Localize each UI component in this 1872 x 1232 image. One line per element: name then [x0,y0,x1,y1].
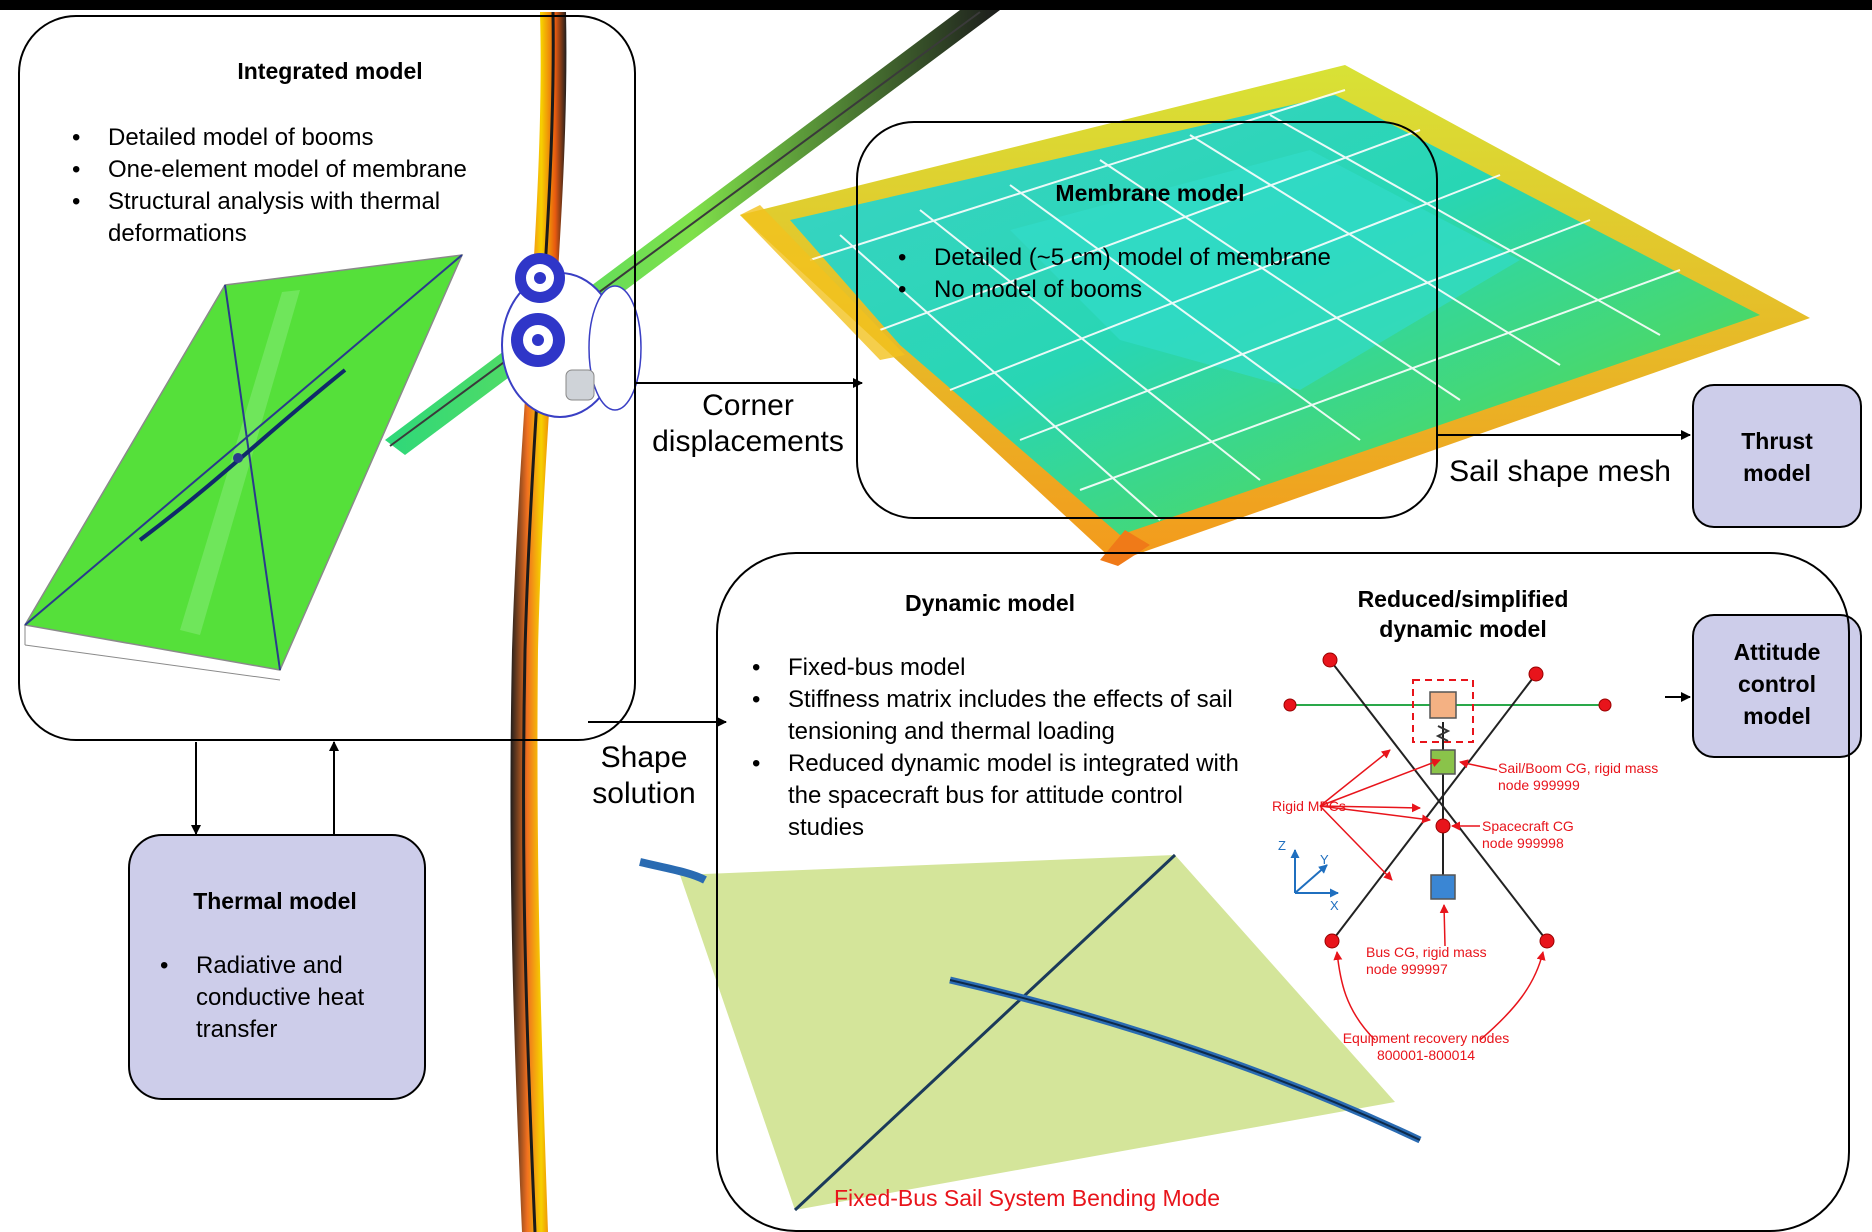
thrust-model-title: Thrust model [1741,428,1813,486]
membrane-model-box [856,121,1438,519]
bullet-item: One-element model of membrane [68,154,538,186]
dynamic-model-box [716,552,1850,1232]
spacecraft-cg-label: Spacecraft CG node 999998 [1482,818,1574,851]
dynamic-model-bullets: Fixed-bus model Stiffness matrix include… [748,652,1248,844]
bullet-item: Detailed model of booms [68,122,538,154]
equipment-recovery-label: Equipment recovery nodes 800001-800014 [1342,1030,1510,1063]
axis-y-label: Y [1320,852,1329,867]
dynamic-sail-graphic [639,853,1422,1212]
bullet-item: No model of booms [894,274,1414,306]
bending-mode-caption: Fixed-Bus Sail System Bending Mode [834,1185,1221,1211]
bullet-item: Stiffness matrix includes the effects of… [748,684,1248,748]
integrated-sail-graphic [23,254,464,681]
attitude-model-title: Attitude control model [1733,639,1821,729]
membrane-model-title: Membrane model [1055,180,1245,206]
thermal-model-title: Thermal model [193,888,357,914]
bus-cg-label: Bus CG, rigid mass node 999997 [1366,944,1487,977]
sail-boom-cg-label: Sail/Boom CG, rigid mass node 999999 [1498,760,1659,793]
bullet-item: Structural analysis with thermal deforma… [68,186,538,250]
bullet-item: Radiative and conductive heat transfer [156,950,396,1046]
thermal-model-bullets: Radiative and conductive heat transfer [156,950,396,1046]
membrane-sail-graphic [740,65,1810,566]
reduced-model-schematic [1283,652,1612,1041]
reduced-model-title: Reduced/simplified dynamic model [1357,586,1569,642]
thrust-model-box [1692,384,1862,528]
attitude-model-box [1692,614,1862,758]
bullet-item: Reduced dynamic model is integrated with… [748,748,1248,844]
sail-shape-mesh-label: Sail shape mesh [1449,455,1671,488]
bullet-item: Fixed-bus model [748,652,1248,684]
integrated-model-bullets: Detailed model of booms One-element mode… [68,122,538,250]
axis-x-label: X [1330,898,1339,913]
shape-solution-label: Shape solution [592,741,696,810]
membrane-model-bullets: Detailed (~5 cm) model of membrane No mo… [894,242,1414,306]
dynamic-model-title: Dynamic model [905,590,1075,616]
corner-displacements-label: Corner displacements [652,389,844,458]
integrated-model-title: Integrated model [237,58,423,84]
rigid-mpcs-label: Rigid MPCs [1272,798,1346,814]
sail-hub-graphic [501,253,642,418]
integrated-model-box [18,15,636,741]
axis-z-label: Z [1278,838,1286,853]
bullet-item: Detailed (~5 cm) model of membrane [894,242,1414,274]
top-border-bar [0,0,1872,10]
